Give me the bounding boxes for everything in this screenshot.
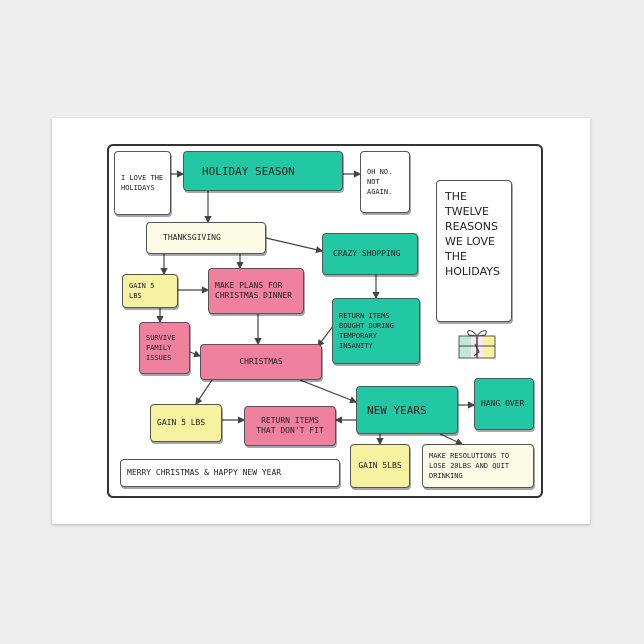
node-survive-family-issues: SURVIVE FAMILY ISSUES — [139, 322, 190, 374]
node-christmas: CHRISTMAS — [200, 344, 322, 380]
merry-christmas-banner: MERRY CHRISTMAS & HAPPY NEW YEAR — [120, 459, 340, 487]
node-gain-5-lbs-mid: GAIN 5 LBS — [150, 404, 222, 442]
node-return-items-dont-fit: RETURN ITEMS THAT DON'T FIT — [244, 406, 336, 446]
node-holiday-season: HOLIDAY SEASON — [183, 151, 343, 191]
node-oh-no: OH NO. NOT AGAIN. — [360, 151, 410, 213]
node-make-resolutions: MAKE RESOLUTIONS TO LOSE 20LBS AND QUIT … — [422, 444, 534, 488]
twelve-reasons-title: THE TWELVE REASONS WE LOVE THE HOLIDAYS — [436, 180, 512, 322]
node-hang-over: HANG OVER — [474, 378, 534, 430]
node-gain-5lbs-bottom: GAIN 5LBS — [350, 444, 410, 488]
gift-box-icon — [458, 330, 496, 359]
node-thanksgiving: THANKSGIVING — [146, 222, 266, 254]
node-new-years: NEW YEARS — [356, 386, 458, 434]
node-gain-5-lbs-top: GAIN 5 LBS — [122, 274, 178, 308]
node-i-love-the-holidays: I LOVE THE HOLIDAYS — [114, 151, 171, 215]
node-return-items-bought: RETURN ITEMS BOUGHT DURING TEMPORARY INS… — [332, 298, 420, 364]
node-make-plans: MAKE PLANS FOR CHRISTMAS DINNER — [208, 268, 304, 314]
node-crazy-shopping: CRAZY SHOPPING — [322, 233, 418, 275]
